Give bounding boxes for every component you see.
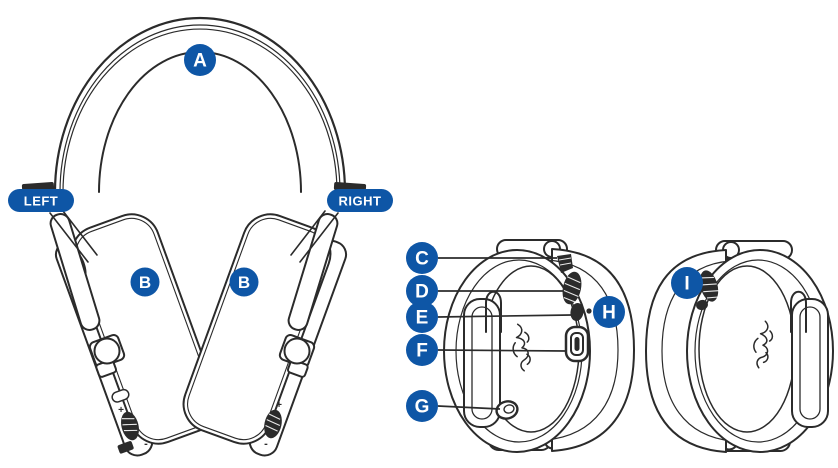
left-yoke-arm bbox=[49, 210, 101, 331]
left-pill-label: LEFT bbox=[24, 194, 59, 209]
right-yoke-arm bbox=[287, 210, 339, 331]
side-view-right-earcup: I bbox=[645, 240, 834, 453]
callout-badge-g: G bbox=[406, 390, 438, 422]
audio-jack bbox=[495, 400, 519, 420]
svg-text:B: B bbox=[238, 273, 250, 292]
callout-badge-c: C bbox=[406, 242, 438, 274]
left-bottom-port bbox=[117, 441, 134, 454]
mic-port bbox=[557, 254, 573, 273]
left-hinge bbox=[88, 334, 126, 378]
right-earcup: + - bbox=[182, 210, 348, 457]
svg-text:I: I bbox=[684, 274, 689, 295]
headband bbox=[21, 16, 367, 194]
svg-text:F: F bbox=[416, 341, 428, 362]
right-pill-badge: RIGHT bbox=[327, 189, 393, 212]
svg-text:A: A bbox=[193, 51, 207, 72]
right-hinge bbox=[278, 334, 316, 378]
callout-badge-f: F bbox=[406, 334, 438, 366]
svg-text:B: B bbox=[139, 273, 151, 292]
right-cup-yoke-bracket bbox=[790, 290, 829, 428]
right-volume-plus-mark: + bbox=[276, 400, 282, 411]
power-roller bbox=[696, 270, 719, 311]
left-toggle-switch bbox=[111, 388, 130, 403]
callout-badge-h: H bbox=[593, 296, 625, 328]
usb-c-port bbox=[564, 325, 590, 363]
right-pill-label: RIGHT bbox=[339, 194, 382, 209]
svg-text:H: H bbox=[602, 303, 616, 324]
volume-wheel-side bbox=[562, 271, 582, 305]
leader-line-g bbox=[437, 405, 501, 410]
left-pill-badge: LEFT bbox=[8, 189, 74, 212]
mic-mute-button bbox=[570, 303, 584, 321]
front-view: + - + - bbox=[8, 16, 393, 457]
left-cup-yoke-bracket bbox=[463, 290, 502, 428]
svg-text:D: D bbox=[415, 282, 429, 303]
left-volume-minus-mark: - bbox=[144, 438, 148, 450]
svg-text:G: G bbox=[415, 397, 430, 418]
side-view-left-earcup: C D E F G H bbox=[406, 239, 635, 453]
left-earcup: + - bbox=[49, 210, 220, 457]
callout-badge-b-left: B bbox=[130, 267, 160, 297]
svg-text:E: E bbox=[416, 308, 429, 329]
callout-badge-e: E bbox=[406, 301, 438, 333]
left-volume-plus-mark: + bbox=[118, 405, 124, 416]
leader-line-f bbox=[437, 349, 567, 352]
callout-badge-i: I bbox=[671, 267, 703, 299]
right-volume-minus-mark: - bbox=[264, 438, 268, 450]
callout-badge-a: A bbox=[184, 44, 216, 76]
mic-hole bbox=[586, 308, 592, 314]
leader-line-e bbox=[437, 314, 572, 318]
callout-badge-b-right: B bbox=[229, 267, 259, 297]
callout-badge-d: D bbox=[406, 275, 438, 307]
svg-text:C: C bbox=[415, 249, 429, 270]
